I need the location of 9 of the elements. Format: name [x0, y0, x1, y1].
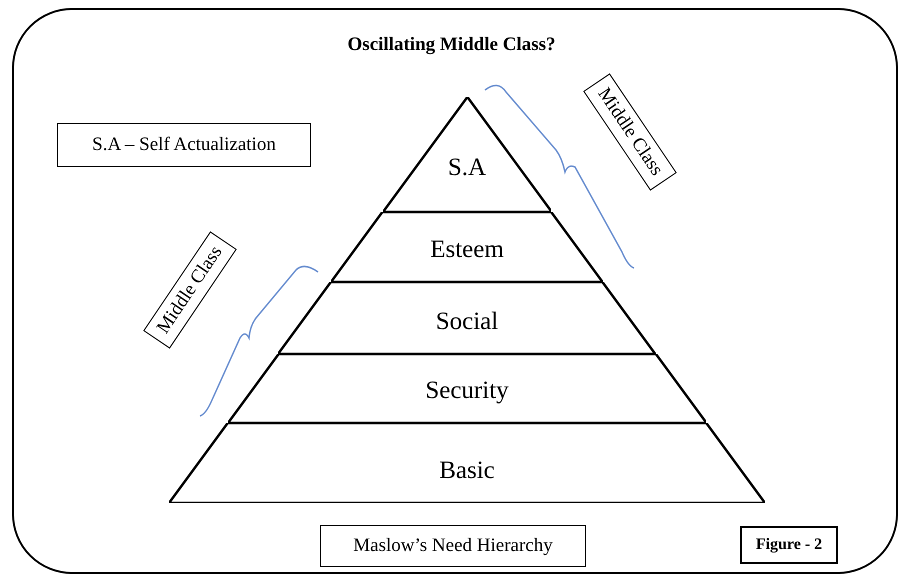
pyramid-level: Esteem [331, 212, 603, 282]
pyramid-level: Security [228, 354, 706, 423]
text-box: S.A – Self Actualization [57, 123, 311, 167]
pyramid-level: Social [278, 282, 656, 354]
text-box: Maslow’s Need Hierarchy [320, 525, 586, 567]
pyramid-level: S.A [382, 97, 552, 212]
text-box: Figure - 2 [740, 526, 838, 564]
title: Oscillating Middle Class? [346, 34, 556, 56]
pyramid-level: Basic [169, 423, 765, 503]
